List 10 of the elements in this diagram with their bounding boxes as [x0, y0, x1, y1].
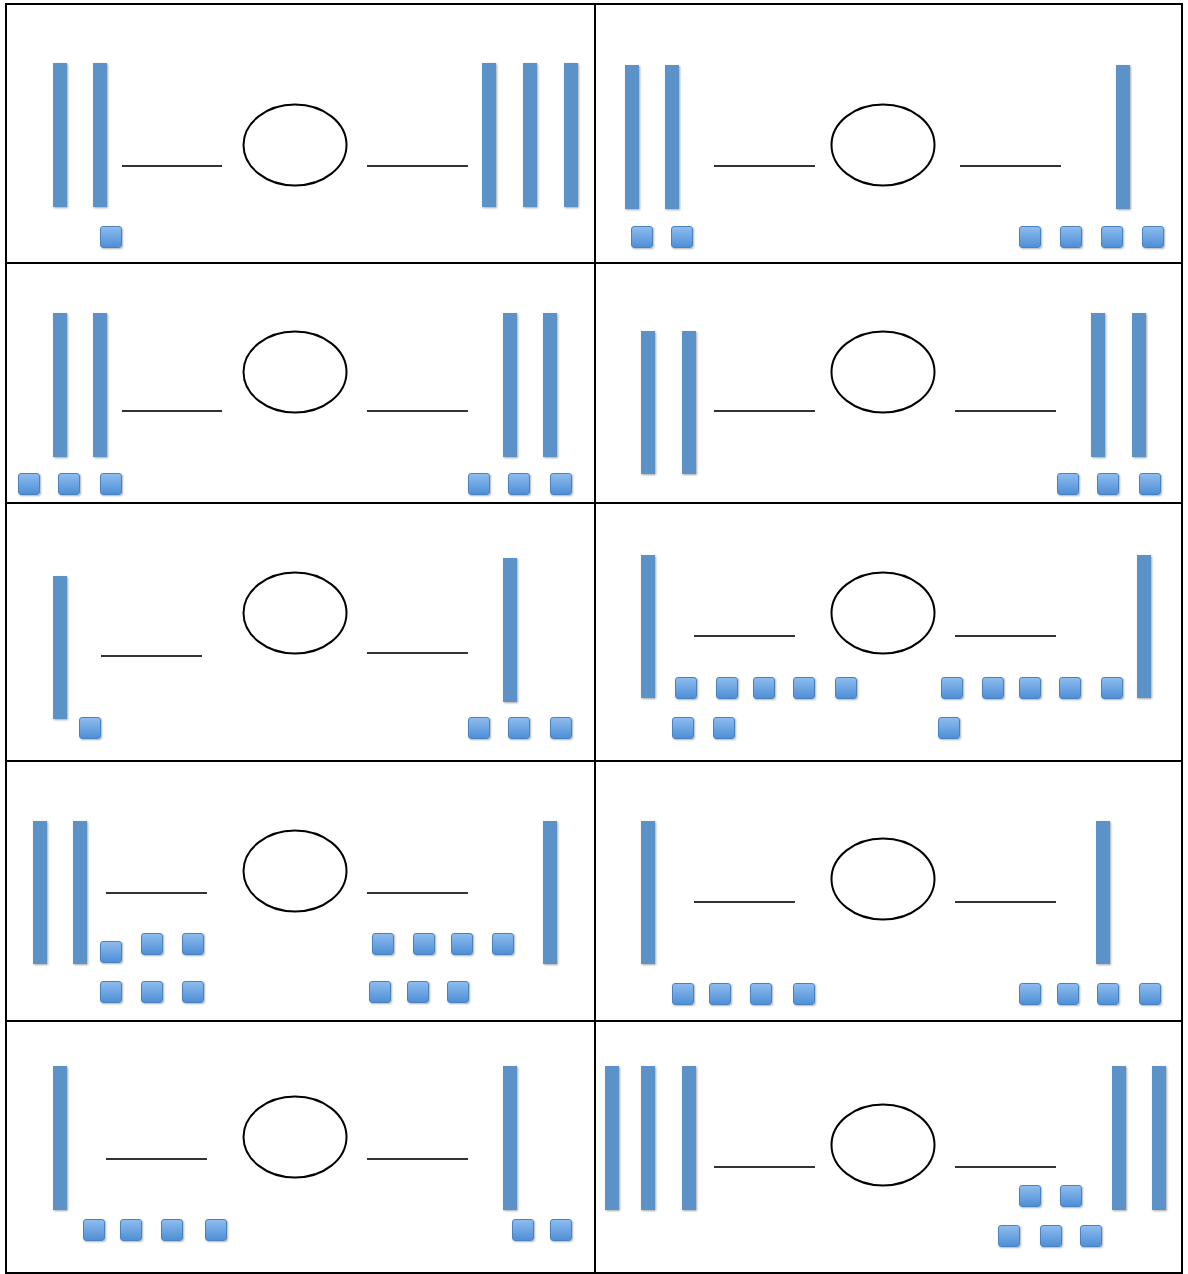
comparison-circle: [830, 330, 936, 414]
comparison-circle: [242, 829, 348, 913]
comparison-circle: [242, 571, 348, 655]
comparison-circle: [830, 103, 936, 187]
comparison-circle: [830, 1103, 936, 1187]
comparison-circle: [242, 103, 348, 187]
comparison-circle: [830, 837, 936, 921]
comparison-circle: [830, 571, 936, 655]
comparison-circle: [242, 330, 348, 414]
comparison-circle: [242, 1095, 348, 1179]
